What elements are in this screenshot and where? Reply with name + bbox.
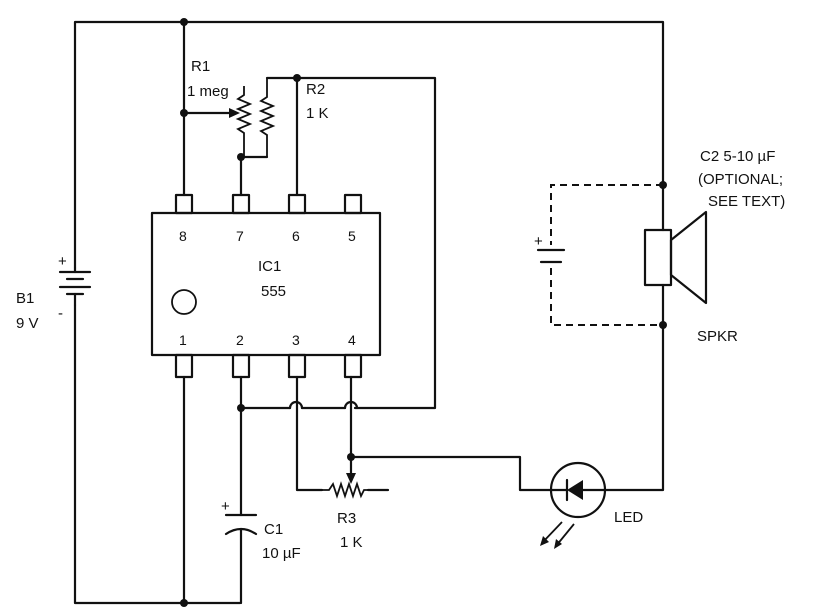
pin6-threshold-loop — [295, 76, 437, 410]
resistor-r3: R3 1 K — [322, 481, 368, 551]
c2-ref-value-label: C2 5-10 µF — [700, 148, 775, 165]
speaker-label: SPKR — [697, 328, 738, 345]
ic-pin1-marker — [171, 289, 197, 315]
ic-pin-4-label: 4 — [348, 332, 356, 348]
battery-value-label: 9 V — [16, 315, 39, 332]
ic-pin-5-label: 5 — [348, 228, 356, 244]
ic-ref-label: IC1 — [258, 258, 281, 275]
ic-pin-1-label: 1 — [179, 332, 187, 348]
speaker: SPKR — [643, 183, 738, 345]
c2-note-line2: SEE TEXT) — [708, 193, 785, 210]
r1-value-label: 1 meg — [187, 83, 229, 100]
battery-ref-label: B1 — [16, 290, 34, 307]
resistor-r1: R1 1 meg — [182, 58, 253, 157]
ic-pin-3-label: 3 — [292, 332, 300, 348]
r2-ref-label: R2 — [306, 81, 325, 98]
ic-pin-7-label: 7 — [236, 228, 244, 244]
r2-value-label: 1 K — [306, 105, 329, 122]
led: LED — [540, 323, 665, 549]
ic-body — [150, 211, 382, 357]
resistor-r2: R2 1 K — [242, 76, 329, 159]
capacitor-c2-optional: + C2 5-10 µF (OPTIONAL; SEE TEXT) — [534, 148, 785, 326]
lower-wiring — [239, 375, 553, 605]
ic1-555: 8 7 6 5 1 2 3 4 IC1 555 — [150, 193, 382, 379]
c1-value-label: 10 µF — [262, 545, 301, 562]
r1-ref-label: R1 — [191, 58, 210, 75]
battery-minus-label: - — [58, 305, 63, 322]
ic-pin-8-label: 8 — [179, 228, 187, 244]
led-label: LED — [614, 509, 643, 526]
ic-pin-6-label: 6 — [292, 228, 300, 244]
r3-value-label: 1 K — [340, 534, 363, 551]
capacitor-c1: + C1 10 µF — [221, 498, 301, 562]
junction-dots — [180, 18, 667, 607]
ic-pin-2-label: 2 — [236, 332, 244, 348]
c2-plus-label: + — [534, 233, 543, 250]
c1-ref-label: C1 — [264, 521, 283, 538]
ic-part-label: 555 — [261, 283, 286, 300]
battery-plus-label: + — [58, 253, 67, 270]
battery-b1: + - B1 9 V — [16, 253, 92, 332]
c2-note-line1: (OPTIONAL; — [698, 171, 783, 188]
c1-plus-label: + — [221, 498, 230, 515]
r3-ref-label: R3 — [337, 510, 356, 527]
